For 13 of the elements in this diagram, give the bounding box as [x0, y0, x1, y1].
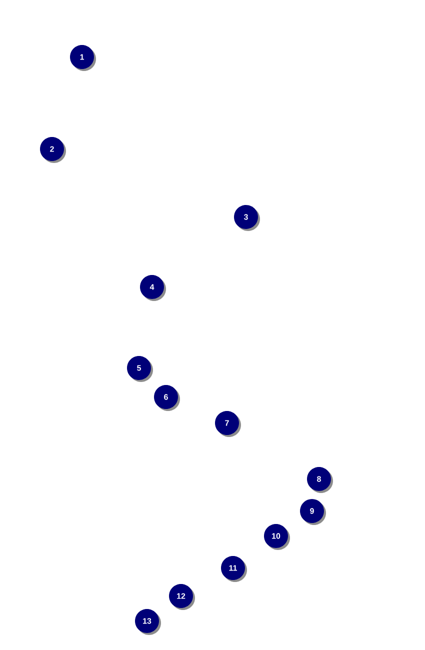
callout-number: 11: [221, 556, 247, 582]
callout-number: 6: [154, 385, 180, 411]
callout-number: 7: [215, 411, 241, 437]
callout-number: 2: [40, 137, 66, 163]
callout-number: 5: [127, 356, 153, 382]
callout-number: 13: [135, 609, 161, 635]
callout-number: 3: [234, 205, 260, 231]
callout-number: 9: [300, 499, 326, 525]
callout-number: 10: [264, 524, 290, 550]
callout-number: 4: [140, 275, 166, 301]
callout-number: 1: [70, 45, 96, 71]
callout-number: 8: [307, 467, 333, 493]
callout-number: 12: [169, 584, 195, 610]
